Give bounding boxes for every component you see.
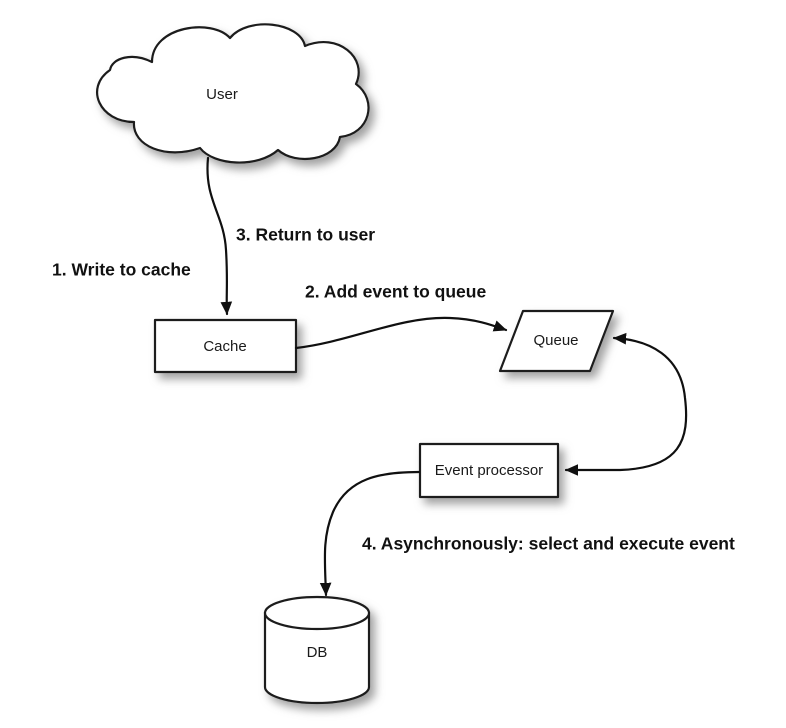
- db-cylinder-body: [263, 611, 371, 705]
- node-label-db: DB: [307, 644, 328, 661]
- cache-rect: [153, 318, 298, 374]
- node-user[interactable]: User: [96, 23, 370, 164]
- event-processor-rect: [418, 442, 560, 499]
- node-label-user: User: [206, 86, 238, 103]
- node-queue[interactable]: Queue: [498, 309, 615, 373]
- step-label-4: 4. Asynchronously: select and execute ev…: [362, 534, 735, 554]
- edge-queue-event-processor[interactable]: [564, 332, 688, 476]
- step-label-1: 1. Write to cache: [52, 260, 191, 280]
- edge-user-to-cache[interactable]: [206, 156, 233, 316]
- node-event-processor[interactable]: Event processor: [418, 442, 560, 499]
- db-cylinder-top: [263, 595, 371, 631]
- edge-cache-to-queue[interactable]: [294, 316, 508, 350]
- node-db[interactable]: DB: [263, 595, 371, 705]
- step-label-3: 3. Return to user: [236, 225, 375, 245]
- step-label-2: 2. Add event to queue: [305, 282, 486, 302]
- node-label-event-processor: Event processor: [435, 462, 543, 479]
- cloud-shape: [96, 23, 370, 164]
- node-label-cache: Cache: [203, 338, 246, 355]
- node-label-queue: Queue: [533, 332, 578, 349]
- node-cache[interactable]: Cache: [153, 318, 298, 374]
- edge-event-processor-to-db[interactable]: [319, 470, 421, 597]
